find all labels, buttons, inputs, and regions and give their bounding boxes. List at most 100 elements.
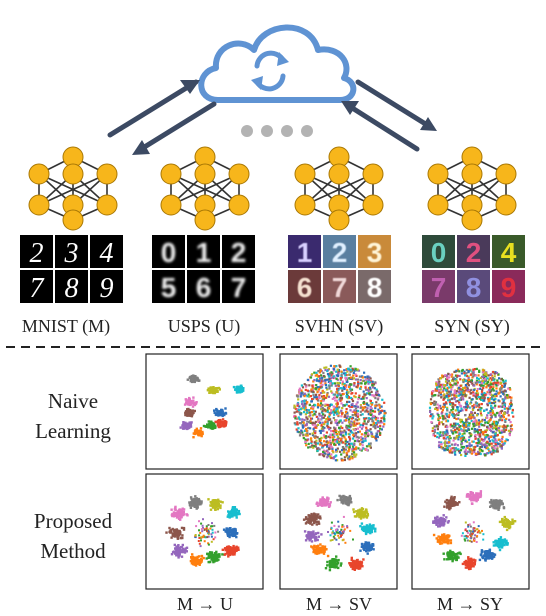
- digit-tile: [422, 270, 455, 303]
- network-node: [96, 194, 118, 216]
- network-node: [194, 163, 216, 185]
- network-node: [362, 163, 384, 185]
- digit-glyph: 8: [65, 273, 79, 304]
- tsne-panel: [145, 473, 264, 590]
- sync-arrowhead-bottom: [251, 76, 263, 90]
- network-node: [362, 194, 384, 216]
- digit-glyph: 7: [231, 272, 247, 303]
- network-node: [294, 194, 316, 216]
- digit-tile: [422, 235, 455, 268]
- upload-arrow-left: [107, 79, 199, 138]
- arrowhead: [132, 140, 150, 155]
- domain-label-svhn: SVHN (SV): [295, 316, 384, 337]
- digit-glyph: 0: [431, 237, 447, 268]
- neural-network-icon: [294, 146, 384, 231]
- digit-glyph: 7: [332, 272, 348, 303]
- column-label-m-sy: M → SY: [437, 594, 503, 614]
- digit-glyph: 6: [297, 272, 313, 303]
- row-label-proposed-2: Method: [40, 539, 106, 563]
- communication-arrows: [107, 79, 435, 154]
- sync-arrowhead-top: [277, 52, 289, 66]
- digit-glyph: 1: [196, 237, 212, 268]
- digit-tile: [20, 235, 53, 268]
- ellipsis-dots: [241, 125, 313, 137]
- digit-tile: [90, 270, 123, 303]
- digit-glyph: 4: [501, 237, 517, 268]
- network-node: [427, 194, 449, 216]
- network-node: [495, 194, 517, 216]
- column-labels: M → U M → SV M → SY: [177, 594, 503, 614]
- digit-glyph: 3: [367, 237, 383, 268]
- row-labels: Naive Learning Proposed Method: [34, 389, 113, 563]
- digit-glyph: 0: [161, 237, 177, 268]
- network-node: [160, 163, 182, 185]
- digit-tile: [187, 235, 220, 268]
- tsne-panel: [411, 353, 530, 470]
- client-networks: [28, 146, 517, 231]
- digit-glyph: 3: [64, 238, 79, 269]
- network-node: [62, 163, 84, 185]
- column-label-m-sv: M → SV: [306, 594, 372, 614]
- digit-tile: [358, 235, 391, 268]
- network-node: [328, 163, 350, 185]
- digit-tile: [492, 270, 525, 303]
- network-node: [62, 209, 84, 231]
- digit-tile: [457, 270, 490, 303]
- digit-glyph: 9: [100, 273, 114, 304]
- digit-tile: [288, 235, 321, 268]
- digit-tile: [90, 235, 123, 268]
- column-label-m-u: M → U: [177, 594, 233, 614]
- digit-glyph: 5: [161, 272, 177, 303]
- tsne-panel: [411, 473, 530, 590]
- digit-glyph: 7: [30, 273, 45, 304]
- network-node: [28, 194, 50, 216]
- network-node: [294, 163, 316, 185]
- digit-glyph: 2: [332, 237, 348, 268]
- download-arrow-left: [135, 101, 217, 154]
- digit-tile: [492, 235, 525, 268]
- network-node: [328, 209, 350, 231]
- network-node: [96, 163, 118, 185]
- domain-labels: MNIST (M) USPS (U) SVHN (SV) SYN (SY): [22, 316, 510, 337]
- digit-glyph: 4: [100, 238, 114, 269]
- tsne-panels: [145, 353, 530, 590]
- cloud-icon: [198, 24, 357, 103]
- network-node: [194, 209, 216, 231]
- digit-glyph: 2: [466, 237, 482, 268]
- digit-tile: [55, 270, 88, 303]
- network-node: [427, 163, 449, 185]
- digit-tile: [222, 235, 255, 268]
- network-node: [160, 194, 182, 216]
- digit-glyph: 8: [367, 272, 383, 303]
- cloud-server: [198, 24, 357, 103]
- neural-network-icon: [160, 146, 250, 231]
- network-node: [461, 163, 483, 185]
- digit-tile: [55, 235, 88, 268]
- digit-tile: [457, 235, 490, 268]
- network-node: [495, 163, 517, 185]
- row-label-naive-1: Naive: [48, 389, 98, 413]
- domain-label-usps: USPS (U): [168, 316, 241, 337]
- row-label-naive-2: Learning: [35, 419, 111, 443]
- digit-tile: [187, 270, 220, 303]
- digit-tile: [152, 270, 185, 303]
- digit-glyph: 2: [231, 237, 247, 268]
- neural-network-icon: [427, 146, 517, 231]
- download-arrow-right: [355, 79, 435, 131]
- digit-tile: [288, 270, 321, 303]
- tsne-panel: [279, 473, 398, 590]
- network-node: [228, 194, 250, 216]
- digit-glyph: 9: [501, 272, 517, 303]
- digit-tile: [20, 270, 53, 303]
- digit-glyph: 7: [431, 272, 447, 303]
- digit-glyph: 2: [30, 238, 44, 269]
- tsne-panel: [279, 353, 398, 470]
- digit-glyph: 6: [196, 272, 212, 303]
- upload-arrow-right: [343, 101, 420, 152]
- arrowhead: [341, 101, 359, 115]
- row-label-proposed-1: Proposed: [34, 509, 113, 533]
